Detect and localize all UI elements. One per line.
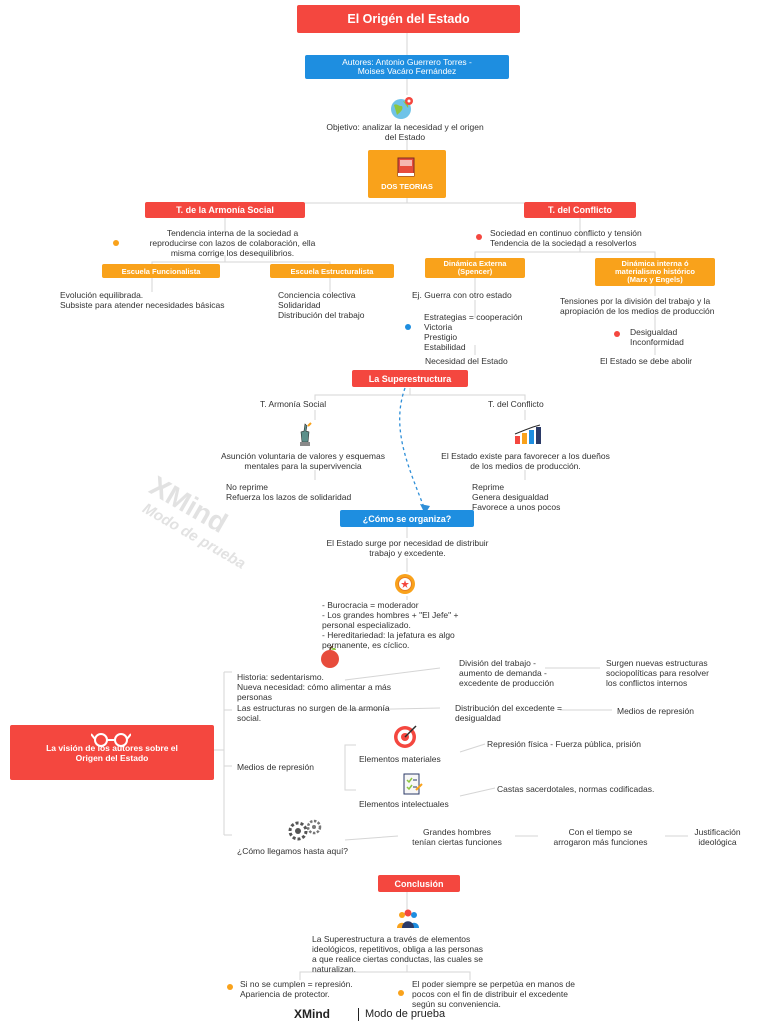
vision-repression-means: Medios de represión — [617, 706, 695, 716]
superstructure-conflict-sub: Reprime Genera desigualdad Favorece a un… — [472, 482, 561, 512]
vision-intellectual-text: Castas sacerdotales, normas codificadas. — [497, 784, 655, 794]
organize-node[interactable]: ¿Cómo se organiza? — [340, 510, 474, 527]
internal-dynamics-node[interactable]: Dinámica interna ó materialismo históric… — [595, 258, 715, 286]
conflict-description: Sociedad en continuo conflicto y tensión… — [490, 228, 642, 248]
bar-chart-icon — [513, 424, 543, 446]
dos-teorias-label: DOS TEORIAS — [381, 182, 433, 191]
superstructure-node[interactable]: La Superestructura — [352, 370, 468, 387]
statue-of-liberty-icon — [294, 422, 316, 448]
internal-inequality-icon — [614, 331, 620, 337]
superstructure-conflict-label: T. del Conflicto — [488, 399, 544, 409]
book-icon — [395, 156, 417, 178]
external-example: Ej. Guerra con otro estado — [412, 290, 512, 300]
authors-vision-node[interactable]: La visión de los autores sobre el Origen… — [10, 725, 214, 780]
superstructure-conflict-text: El Estado existe para favorecer a los du… — [441, 451, 610, 471]
vision-over-time: Con el tiempo se arrogaron más funciones — [553, 827, 648, 847]
vision-distribution: Distribución del excedente = desigualdad — [455, 703, 563, 723]
medal-icon — [393, 572, 417, 596]
superstructure-harmony-text: Asunción voluntaria de valores y esquema… — [221, 451, 385, 471]
conflict-bullet-icon — [476, 234, 482, 240]
vision-material: Elementos materiales — [359, 754, 441, 764]
glasses-icon — [90, 731, 132, 747]
footer-divider — [358, 1008, 359, 1021]
authors-box[interactable]: Autores: Antonio Guerrero Torres - Moise… — [305, 55, 509, 79]
external-strategies: Estrategias = cooperación Victoria Prest… — [424, 312, 523, 352]
vision-how: ¿Cómo llegamos hasta aquí? — [237, 846, 349, 856]
conclusion-text: La Superestructura a través de elementos… — [312, 934, 484, 974]
harmony-description: Tendencia interna de la sociedad a repro… — [149, 228, 316, 258]
target-icon — [392, 724, 418, 750]
superstructure-harmony-sub: No reprime Refuerza los lazos de solidar… — [226, 482, 352, 502]
conclusion-node[interactable]: Conclusión — [378, 875, 460, 892]
harmony-bullet-icon — [113, 240, 119, 246]
vision-great-men: Grandes hombres tenían ciertas funciones — [412, 827, 502, 847]
internal-inequality: Desigualdad Inconformidad — [630, 327, 684, 347]
apple-icon — [318, 645, 342, 669]
globe-icon — [389, 95, 415, 121]
superstructure-harmony-label: T. Armonía Social — [260, 399, 327, 409]
structuralist-text: Conciencia colectiva Solidaridad Distrib… — [278, 290, 365, 320]
conflict-theory-node[interactable]: T. del Conflicto — [524, 202, 636, 218]
conclusion-right-icon — [398, 990, 404, 996]
harmony-theory-node[interactable]: T. de la Armonía Social — [145, 202, 305, 218]
conclusion-left: Si no se cumplen = represión. Apariencia… — [240, 979, 353, 999]
conclusion-left-icon — [227, 984, 233, 990]
footer-brand: XMind — [294, 1007, 330, 1021]
vision-material-text: Represión física - Fuerza pública, prisi… — [487, 739, 642, 749]
central-topic-title[interactable]: El Origén del Estado — [297, 5, 520, 33]
vision-intellectual: Elementos intelectuales — [359, 799, 449, 809]
internal-abolish: El Estado se debe abolir — [600, 356, 693, 366]
organize-text: El Estado surge por necesidad de distrib… — [326, 538, 489, 558]
structuralist-school-node[interactable]: Escuela Estructuralista — [270, 264, 394, 278]
objective-text: Objetivo: analizar la necesidad y el ori… — [326, 122, 484, 142]
vision-structures: Las estructuras no surgen de la armonía … — [237, 703, 390, 723]
vision-new-structures: Surgen nuevas estructuras sociopolíticas… — [606, 658, 709, 688]
functionalist-school-node[interactable]: Escuela Funcionalista — [102, 264, 220, 278]
functionalist-text: Evolución equilibrada. Subsiste para ate… — [60, 290, 225, 310]
checklist-icon — [401, 772, 423, 796]
internal-text: Tensiones por la división del trabajo y … — [560, 296, 715, 316]
dos-teorias-node[interactable]: DOS TEORIAS — [368, 150, 446, 198]
external-need: Necesidad del Estado — [425, 356, 508, 366]
footer-mode: Modo de prueba — [365, 1008, 446, 1020]
vision-means: Medios de represión — [237, 762, 315, 772]
vision-history: Historia: sedentarismo. Nueva necesidad:… — [237, 672, 392, 702]
conclusion-right: El poder siempre se perpetúa en manos de… — [412, 979, 576, 1009]
external-dynamics-node[interactable]: Dinámica Externa (Spencer) — [425, 258, 525, 278]
external-strategies-icon — [405, 324, 411, 330]
organize-list: - Burocracia = moderador - Los grandes h… — [322, 600, 459, 650]
vision-justification: Justificación ideológica — [694, 827, 741, 847]
vision-division: División del trabajo - aumento de demand… — [459, 658, 554, 688]
people-group-icon — [395, 908, 421, 930]
gears-icon — [285, 818, 325, 842]
